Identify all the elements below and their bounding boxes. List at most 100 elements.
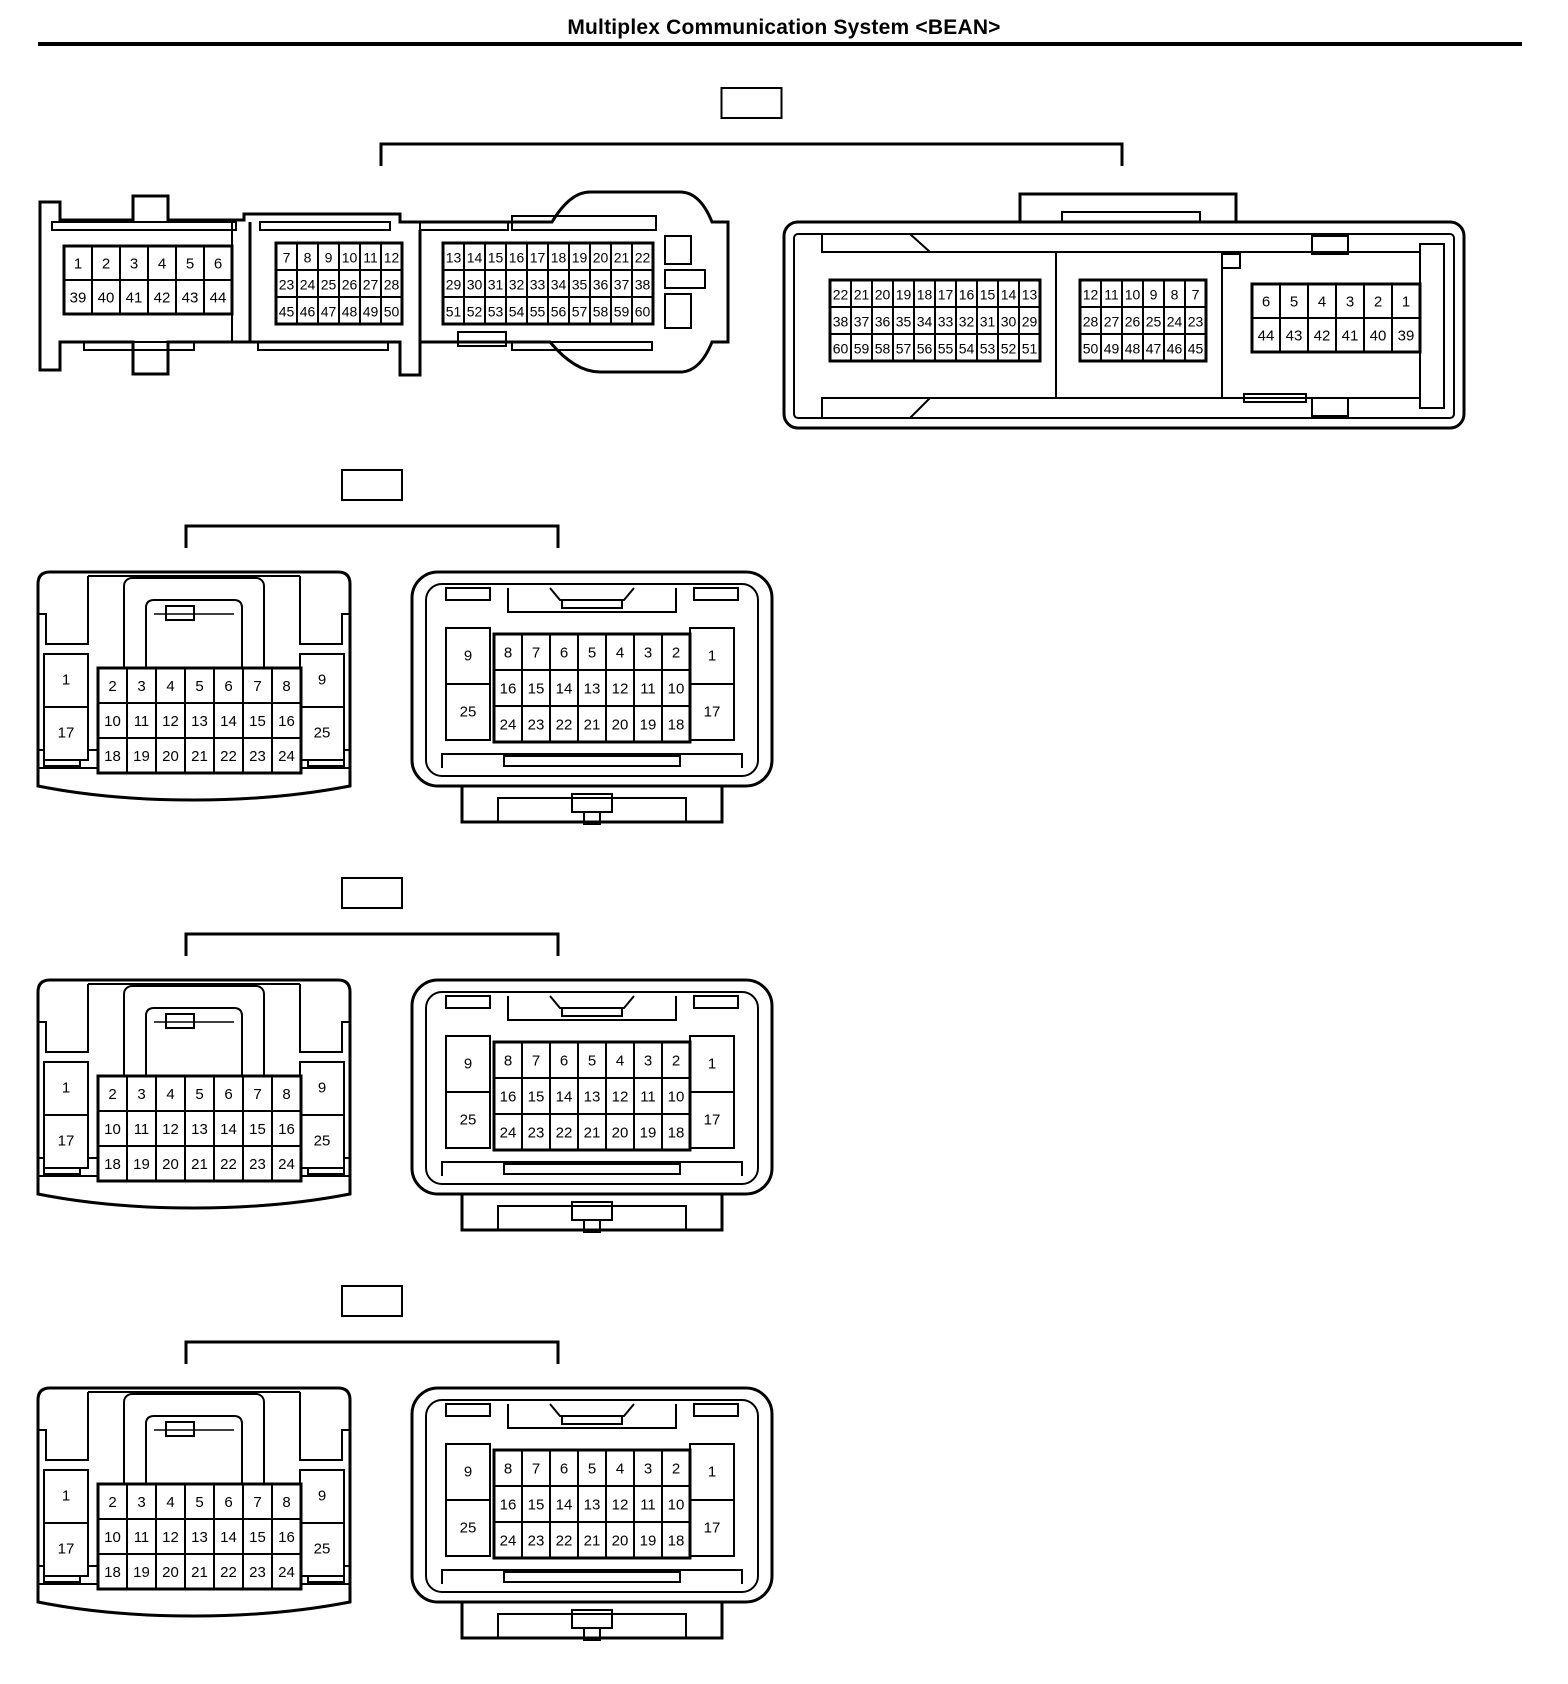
housing-outline xyxy=(299,576,350,645)
housing-outline xyxy=(571,1609,613,1629)
pin-cell xyxy=(43,706,89,761)
pin-number: 13 xyxy=(1022,287,1038,303)
pin-number: 13 xyxy=(584,1497,601,1514)
pin-number: 19 xyxy=(640,717,657,734)
housing-outline xyxy=(165,605,195,621)
housing-outline xyxy=(441,1569,743,1584)
pin-number: 9 xyxy=(464,1464,472,1481)
pin-number: 19 xyxy=(640,1125,657,1142)
pin-number: 23 xyxy=(249,748,266,765)
pin-cell xyxy=(184,1145,215,1182)
pin-number: 12 xyxy=(612,1497,629,1514)
housing-outline xyxy=(299,1392,350,1461)
pin-number: 25 xyxy=(460,1520,477,1537)
housing-outline xyxy=(503,1571,681,1583)
pin-number: 25 xyxy=(314,1133,331,1150)
pin-number: 9 xyxy=(318,672,326,689)
pin-number: 58 xyxy=(593,304,609,320)
housing-outline xyxy=(184,524,560,548)
pin-number: 21 xyxy=(191,748,208,765)
housing-outline xyxy=(419,221,509,231)
diagram-title: Multiplex Communication System <BEAN> xyxy=(567,16,1001,39)
pin-cell xyxy=(445,627,491,685)
pin-number: 3 xyxy=(137,678,145,695)
pin-cell xyxy=(299,706,345,761)
pin-number: 10 xyxy=(342,250,358,266)
pin-number: 1 xyxy=(708,648,716,665)
pin-number: 20 xyxy=(612,1125,629,1142)
pin-number: 12 xyxy=(162,1529,179,1546)
housing-outline xyxy=(425,583,759,777)
pin-number: 24 xyxy=(278,1156,295,1173)
pin-number: 22 xyxy=(833,287,849,303)
pin-cell xyxy=(445,1091,491,1149)
pin-number: 29 xyxy=(446,277,462,293)
pin-number: 20 xyxy=(593,250,609,266)
pin-number: 14 xyxy=(556,1497,573,1514)
pin-number: 21 xyxy=(584,1533,601,1550)
pin-number: 45 xyxy=(279,304,295,320)
housing-outline xyxy=(549,995,635,1009)
pin-number: 15 xyxy=(980,287,996,303)
pin-cell xyxy=(1391,317,1421,353)
pin-number: 5 xyxy=(186,256,194,273)
pin-number: 24 xyxy=(500,717,517,734)
pin-number: 27 xyxy=(363,277,379,293)
pin-cell xyxy=(521,1485,551,1523)
pin-number: 3 xyxy=(1346,294,1354,311)
connector-label-box xyxy=(720,87,783,119)
pin-block-frame xyxy=(96,666,303,775)
pin-number: 23 xyxy=(249,1156,266,1173)
pin-number: 7 xyxy=(253,1086,261,1103)
pin-number: 7 xyxy=(532,1461,540,1478)
pin-number: 60 xyxy=(833,341,849,357)
housing-outline xyxy=(425,1399,759,1593)
pin-number: 23 xyxy=(528,717,545,734)
pin-number: 12 xyxy=(612,681,629,698)
pin-number: 21 xyxy=(584,1125,601,1142)
pin-cell xyxy=(271,1110,302,1147)
pin-number: 4 xyxy=(616,1053,624,1070)
pin-number: 11 xyxy=(640,1089,656,1106)
pin-number: 1 xyxy=(708,1464,716,1481)
pin-cell xyxy=(242,1075,273,1112)
housing-outline xyxy=(38,190,730,377)
pin-number: 15 xyxy=(249,1121,266,1138)
pin-number: 41 xyxy=(126,290,143,307)
pin-number: 23 xyxy=(279,277,295,293)
pin-number: 4 xyxy=(166,1494,174,1511)
pin-number: 50 xyxy=(1083,341,1099,357)
pin-number: 12 xyxy=(162,713,179,730)
pin-cell xyxy=(689,1443,735,1501)
pin-number: 22 xyxy=(220,1156,237,1173)
pin-number: 3 xyxy=(130,256,138,273)
pin-number: 59 xyxy=(854,341,870,357)
pin-number: 24 xyxy=(1167,314,1183,330)
housing-outline xyxy=(664,235,692,265)
housing-outline xyxy=(571,793,613,813)
pin-number: 10 xyxy=(104,1121,121,1138)
pin-number: 35 xyxy=(572,277,588,293)
pin-number: 10 xyxy=(104,1529,121,1546)
pin-cell xyxy=(43,1522,89,1577)
pin-number: 15 xyxy=(249,1529,266,1546)
pin-number: 6 xyxy=(224,1086,232,1103)
pin-number: 10 xyxy=(668,1497,685,1514)
pin-number: 51 xyxy=(446,304,462,320)
pin-number: 11 xyxy=(363,250,378,266)
pin-number: 16 xyxy=(500,1497,517,1514)
pin-cell xyxy=(213,1110,244,1147)
pin-number: 55 xyxy=(938,341,954,357)
pin-number: 36 xyxy=(593,277,609,293)
pin-number: 4 xyxy=(166,678,174,695)
pin-number: 24 xyxy=(500,1125,517,1142)
pin-number: 33 xyxy=(938,314,954,330)
pin-number: 16 xyxy=(500,1089,517,1106)
pin-cell xyxy=(689,1499,735,1557)
pin-number: 56 xyxy=(917,341,933,357)
pin-number: 6 xyxy=(224,678,232,695)
pin-number: 14 xyxy=(1001,287,1017,303)
housing-outline xyxy=(549,587,635,601)
pin-cell xyxy=(549,705,579,743)
